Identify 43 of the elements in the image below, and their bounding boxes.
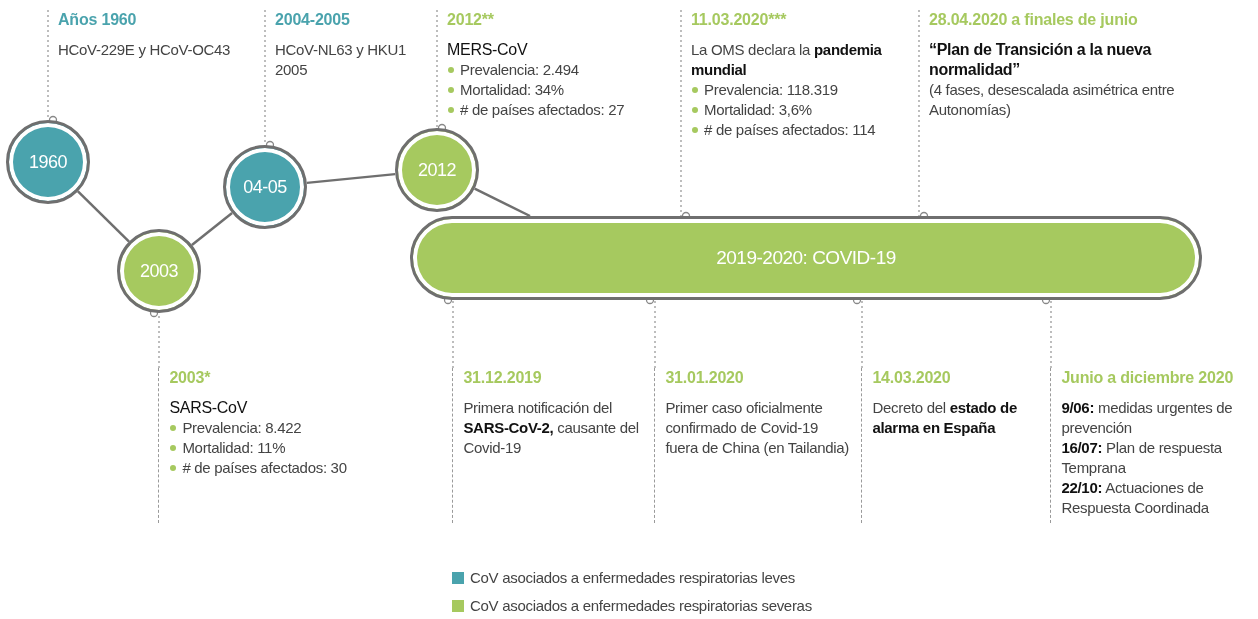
year-circle: 04-05 (223, 145, 307, 229)
event-text: 9/06: medidas urgentes de prevención (1061, 398, 1234, 438)
date-heading: 2004-2005 (275, 10, 351, 30)
date-heading: Junio a diciembre 2020 (1061, 368, 1235, 388)
event-text: 22/10: Actuaciones de Respuesta Coordinada (1061, 478, 1210, 518)
date-heading: 2003* (169, 368, 212, 388)
year-circle: 1960 (6, 120, 90, 204)
stat-item: Mortalidad: 34% (447, 80, 672, 100)
timeline-bar: 2019-2020: COVID-19 (410, 216, 1202, 300)
date-heading: 31.01.2020 (665, 368, 745, 388)
date-heading: 31.12.2019 (463, 368, 543, 388)
connector-line (191, 212, 233, 246)
stat-item: Prevalencia: 2.494 (447, 60, 672, 80)
legend-label: CoV asociados a enfermedades respiratorias severas (470, 597, 812, 614)
connector-line (306, 172, 396, 185)
stat-item: # de países afectados: 114 (691, 120, 911, 140)
date-heading: 2012** (447, 10, 495, 30)
date-heading: Años 1960 (58, 10, 138, 30)
event-text: 16/07: Plan de respuesta Temprana (1061, 438, 1223, 478)
date-heading: 14.03.2020 (872, 368, 952, 388)
stat-item: # de países afectados: 27 (447, 100, 672, 120)
date-heading: 11.03.2020*** (691, 10, 788, 30)
year-circle: 2012 (395, 128, 479, 212)
event-text: Decreto del estado de alarma en España (872, 398, 1018, 438)
event-text: (4 fases, desescalada asimétrica entre Autonomías) (929, 80, 1176, 120)
date-heading: 28.04.2020 a finales de junio (929, 10, 1139, 30)
connector-line (474, 187, 531, 218)
stat-item: Mortalidad: 11% (169, 438, 389, 458)
stat-item: # de países afectados: 30 (169, 458, 389, 478)
virus-name: SARS-CoV (169, 398, 249, 418)
connector-line (77, 190, 130, 243)
event-text: HCoV-NL63 y HKU1 2005 (275, 40, 408, 80)
stat-item: Mortalidad: 3,6% (691, 100, 911, 120)
stat-item: Prevalencia: 8.422 (169, 418, 389, 438)
stat-item: Prevalencia: 118.319 (691, 80, 911, 100)
event-text: HCoV-229E y HCoV-OC43 (58, 40, 232, 60)
event-text: Primera notificación del SARS-CoV-2, causante del Covid-19 (463, 398, 640, 458)
virus-name: MERS-CoV (447, 40, 529, 60)
event-text: Primer caso oficialmente confirmado de Covid-19 fuera de China (en Tailandia) (665, 398, 851, 458)
year-circle: 2003 (117, 229, 201, 313)
event-text: “Plan de Transición a la nueva normalidad” (929, 40, 1153, 80)
event-text: La OMS declara la pandemia mundial (691, 40, 883, 80)
legend-label: CoV asociados a enfermedades respiratorias leves (470, 569, 795, 586)
